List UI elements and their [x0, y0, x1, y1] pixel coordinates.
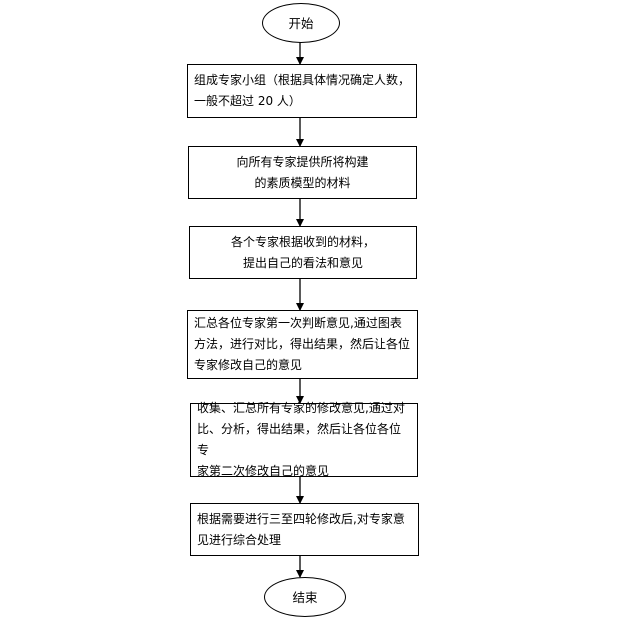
step-1-form-expert-group: 组成专家小组（根据具体情况确定人数， 一般不超过 20 人） [187, 64, 417, 118]
step-6-text: 根据需要进行三至四轮修改后,对专家意 见进行综合处理 [197, 511, 405, 547]
step-3-text: 各个专家根据收到的材料， 提出自己的看法和意见 [230, 234, 375, 270]
step-5-text: 收集、汇总所有专家的修改意见,通过对 比、分析，得出结果，然后让各位各位专 家第… [197, 401, 405, 478]
start-label: 开始 [288, 15, 314, 31]
step-5-collect-revisions: 收集、汇总所有专家的修改意见,通过对 比、分析，得出结果，然后让各位各位专 家第… [190, 401, 418, 478]
step-3-experts-opinions: 各个专家根据收到的材料， 提出自己的看法和意见 [189, 226, 417, 279]
step-6-final-processing: 根据需要进行三至四轮修改后,对专家意 见进行综合处理 [190, 503, 419, 556]
step-1-text: 组成专家小组（根据具体情况确定人数， 一般不超过 20 人） [194, 73, 411, 108]
end-label: 结束 [292, 589, 318, 605]
end-node: 结束 [264, 577, 346, 617]
step-2-provide-materials: 向所有专家提供所将构建 的素质模型的材料 [188, 146, 417, 199]
start-node: 开始 [262, 3, 340, 43]
step-4-text: 汇总各位专家第一次判断意见,通过图表 方法，进行对比，得出结果，然后让各位 专家… [194, 316, 411, 372]
step-2-text: 向所有专家提供所将构建 的素质模型的材料 [236, 154, 369, 190]
step-4-summarize-first-round: 汇总各位专家第一次判断意见,通过图表 方法，进行对比，得出结果，然后让各位 专家… [187, 310, 418, 379]
